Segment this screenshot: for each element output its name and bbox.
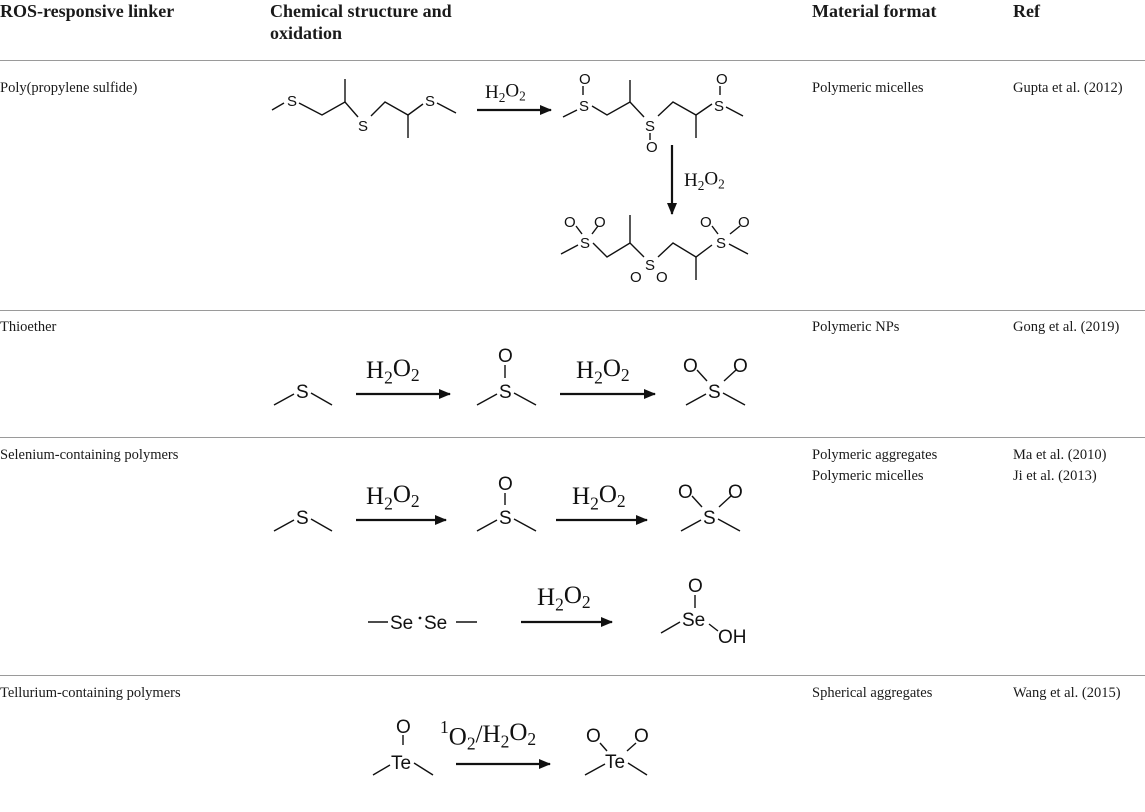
atom-s: S [499,382,512,403]
atom-s: S [580,235,590,252]
atom-o: O [630,269,642,286]
reagent-label: H2​O2​ [572,481,626,514]
atom-o: O [396,717,411,738]
row-rule-1 [0,310,1145,311]
reagent-label: H2​O2​ [684,168,725,193]
row3-linker: Selenium-containing polymers [0,447,179,463]
row1-ref: Gupta et al. (2012) [1013,80,1123,96]
reagent-label: H2​O2​ [576,355,630,388]
atom-o: O [579,71,591,88]
atom-o: O [634,726,649,747]
row-rule-2 [0,437,1145,438]
atom-se: Se [424,613,447,634]
atom-s: S [708,382,721,403]
atom-o: O [498,346,513,367]
diselenide-structure: Se Se [368,613,477,634]
row4-linker: Tellurium-containing polymers [0,685,181,701]
telluroxide-structure: O Te [372,717,434,776]
row1-format: Polymeric micelles [812,80,924,96]
se-row-sulfone-structure: O O S [678,482,743,532]
header-ref: Ref [1013,1,1040,21]
atom-oh: OH [718,627,747,648]
seleninic-acid-structure: O Se OH [660,576,747,648]
row4-ref: Wang et al. (2015) [1013,685,1121,701]
atom-o: O [700,214,712,231]
atom-o: O [564,214,576,231]
atom-s: S [296,508,309,529]
pps-sulfide-structure: S S S [271,79,457,138]
atom-s: S [287,93,297,110]
reagent-label: H2​O2​ [485,80,526,105]
atom-s: S [645,118,655,135]
row3-format-1: Polymeric aggregates [812,447,938,463]
atom-te: Te [605,752,625,773]
atom-s: S [703,508,716,529]
atom-s: S [645,257,655,274]
thioether-sulfide-structure: S [273,382,333,406]
reagent-label: H2​O2​ [366,355,420,388]
atom-o: O [683,356,698,377]
atom-o: O [646,139,658,156]
pps-sulfoxide-structure: O S S O O S [562,71,744,156]
atom-o: O [688,576,703,597]
header-structure: Chemical structure and oxidation [270,0,452,44]
atom-s: S [579,98,589,115]
reagent-label: H2​O2​ [537,582,591,615]
atom-s: S [296,382,309,403]
reagent-label: H2​O2​ [366,481,420,514]
tellurone-structure: O O Te [584,726,649,776]
thioether-sulfoxide-structure: O S [476,346,537,406]
row3-format-2: Polymeric micelles [812,468,924,484]
atom-o: O [716,71,728,88]
row2-format: Polymeric NPs [812,319,900,335]
atom-o: O [678,482,693,503]
header-linker: ROS-responsive linker [0,1,175,21]
se-row-sulfoxide-structure: O S [476,474,537,532]
atom-o: O [498,474,513,495]
row2-linker: Thioether [0,319,57,335]
atom-o: O [733,356,748,377]
atom-se: Se [390,613,413,634]
row-rule-3 [0,675,1145,676]
reagent-label: 1​O2​/H2​O2​ [440,717,536,754]
row1-linker: Poly(propylene sulfide) [0,80,138,96]
atom-te: Te [391,753,411,774]
row3-ref-2: Ji et al. (2013) [1013,468,1097,484]
atom-s: S [716,235,726,252]
header-rule [0,60,1145,61]
atom-o: O [656,269,668,286]
header-format: Material format [812,1,937,21]
header-structure-line1: Chemical structure and [270,1,452,21]
atom-s: S [499,508,512,529]
header-structure-line2: oxidation [270,23,343,43]
row2-ref: Gong et al. (2019) [1013,319,1120,335]
atom-s: S [358,118,368,135]
se-row-sulfide-structure: S [273,508,333,532]
atom-s: S [425,93,435,110]
pps-sulfone-structure: O O S S O O O O S [560,214,750,286]
thioether-sulfone-structure: O O S [683,356,748,406]
atom-s: S [714,98,724,115]
row3-ref-1: Ma et al. (2010) [1013,447,1107,463]
row4-format: Spherical aggregates [812,685,933,701]
atom-o: O [586,726,601,747]
atom-o: O [738,214,750,231]
atom-o: O [728,482,743,503]
atom-o: O [594,214,606,231]
atom-se: Se [682,610,705,631]
